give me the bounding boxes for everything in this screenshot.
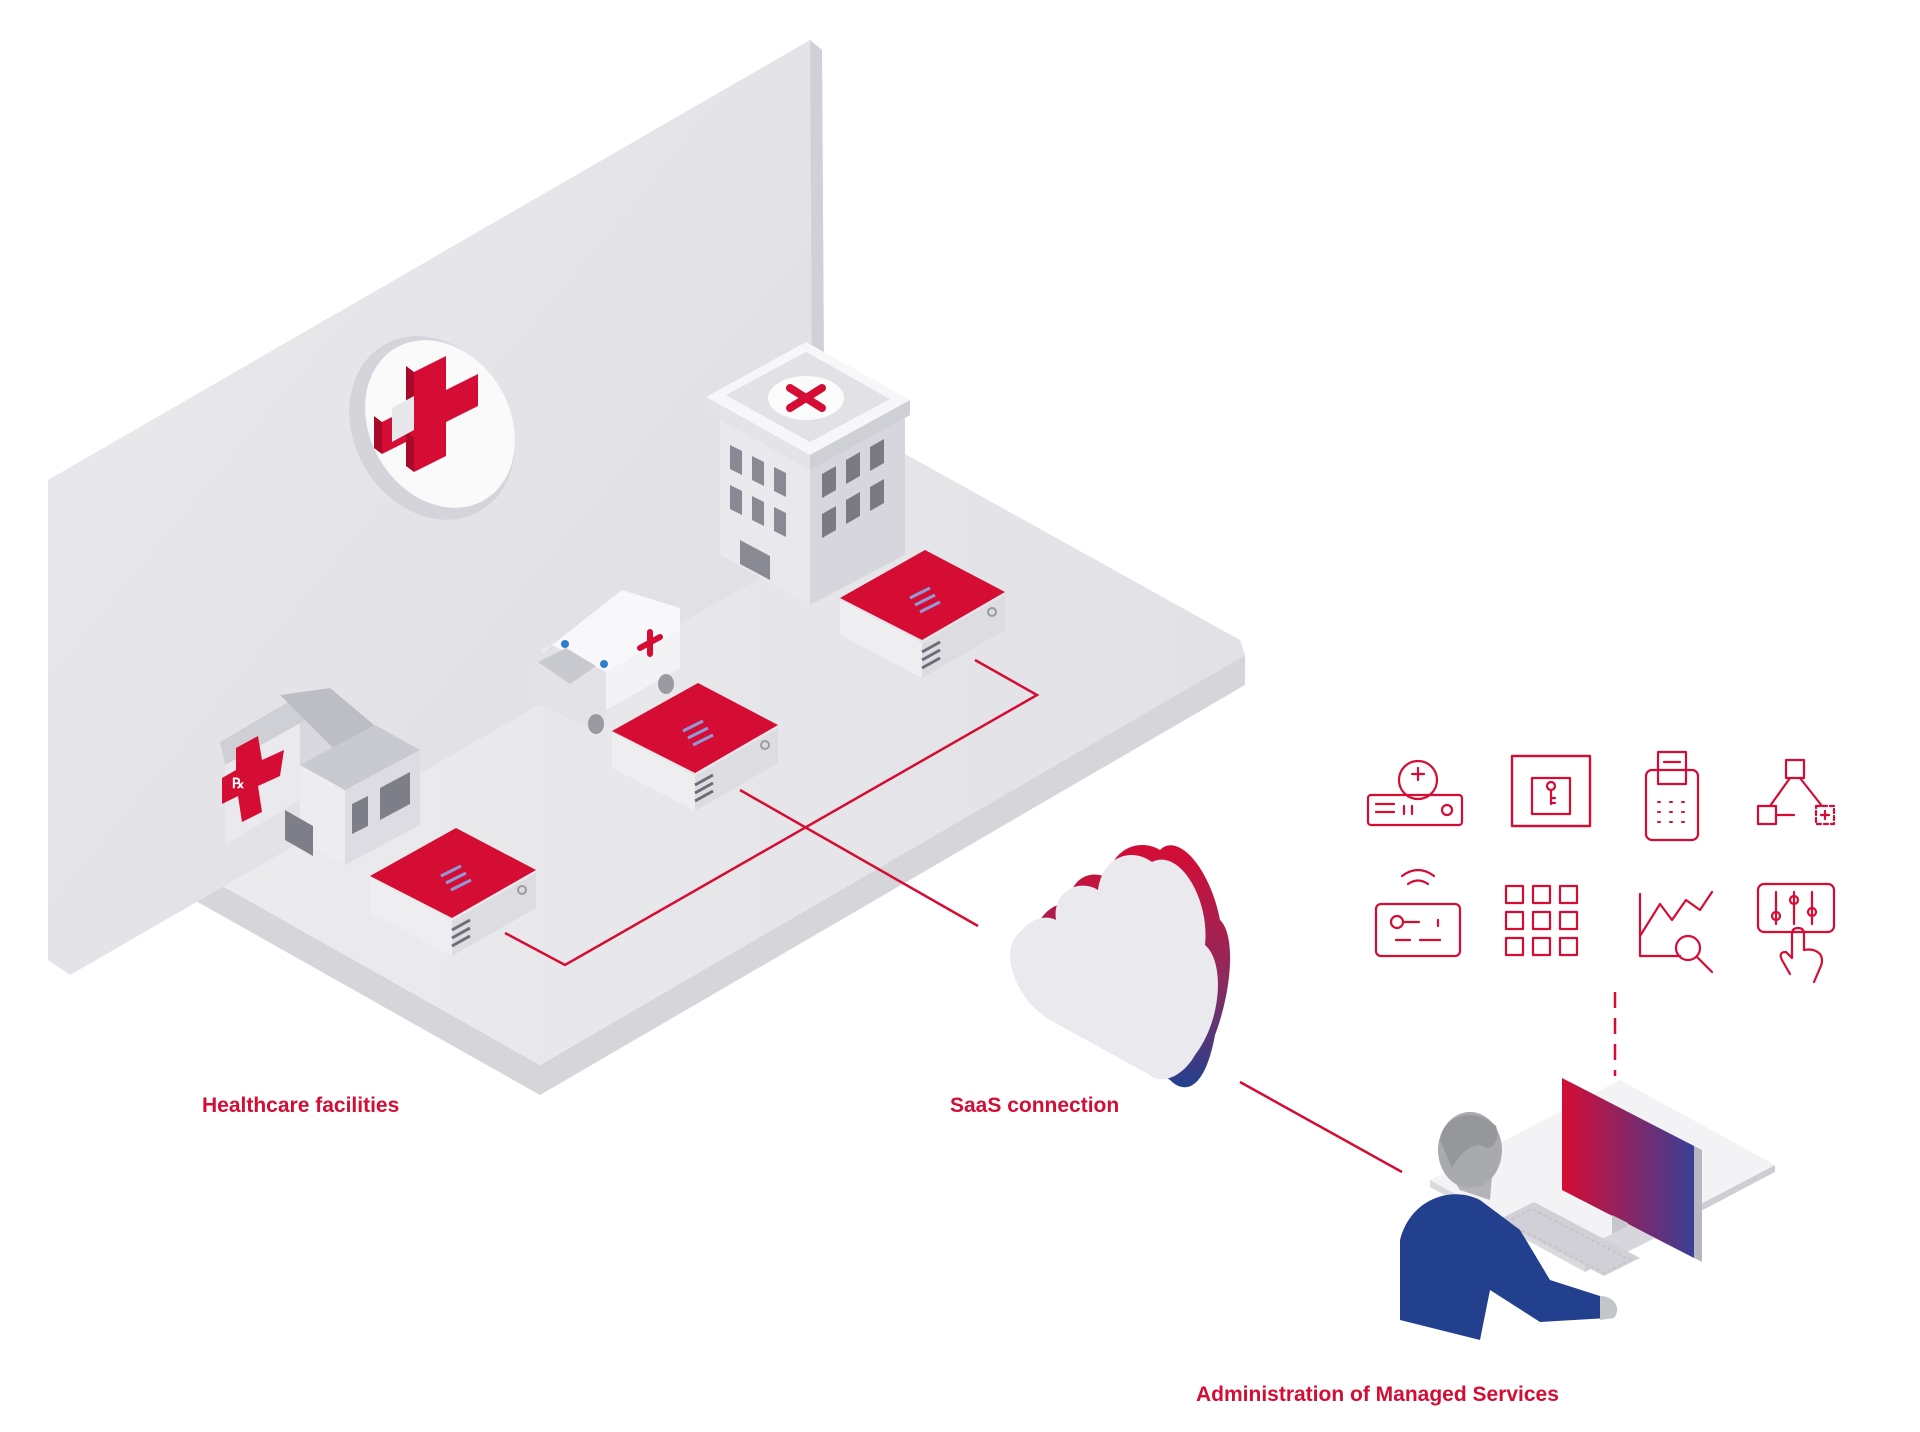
chart-analysis-icon	[1638, 890, 1714, 974]
gateway-box-ambulance	[612, 683, 778, 811]
ambulance	[528, 590, 680, 734]
pharmacy-building: ℞	[220, 688, 420, 865]
wifi-router-maintenance-icon	[1374, 868, 1462, 958]
payment-terminal-icon	[1644, 750, 1700, 842]
service-icons	[1366, 750, 1836, 984]
wall-cross-emblem	[349, 336, 515, 520]
hospital-building	[706, 342, 910, 605]
key-access-icon	[1510, 754, 1592, 828]
pharmacy-sign-glyph: ℞	[232, 775, 245, 791]
medical-device-icon	[1366, 759, 1464, 827]
admin-workstation	[1400, 1078, 1775, 1340]
gateway-box-pharmacy	[370, 828, 536, 956]
gateway-box-hospital	[840, 550, 1005, 678]
network-topology-icon	[1756, 758, 1836, 826]
settings-sliders-touch-icon	[1756, 882, 1836, 984]
network-links	[504, 658, 1403, 1174]
healthcare-facilities-caption: Healthcare facilities	[202, 1094, 400, 1117]
saas-connection-caption: SaaS connection	[950, 1094, 1120, 1117]
administration-caption: Administration of Managed Services	[1196, 1383, 1559, 1406]
app-grid-icon	[1504, 884, 1579, 957]
saas-cloud	[1010, 845, 1231, 1088]
